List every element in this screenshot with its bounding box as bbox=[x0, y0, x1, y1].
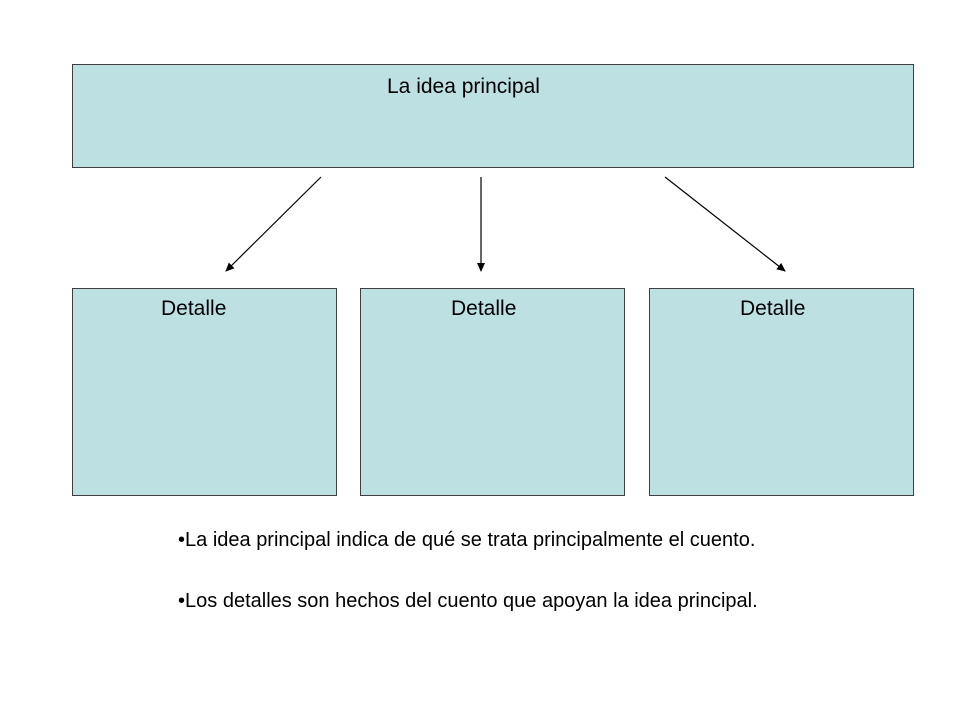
note-main-idea-text: La idea principal indica de qué se trata… bbox=[185, 529, 756, 551]
note-details: •Los detalles son hechos del cuento que … bbox=[178, 589, 898, 614]
note-main-idea: •La idea principal indica de qué se trat… bbox=[178, 528, 898, 553]
detail-box-3: Detalle bbox=[649, 288, 914, 496]
main-idea-box: La idea principal bbox=[72, 64, 914, 168]
detail-label-1: Detalle bbox=[161, 297, 227, 320]
detail-label-3: Detalle bbox=[740, 297, 806, 320]
detail-box-2: Detalle bbox=[360, 288, 625, 496]
bullet-marker: • bbox=[178, 590, 186, 612]
arrow-right bbox=[664, 176, 786, 272]
detail-label-2: Detalle bbox=[451, 297, 517, 320]
bullet-marker: • bbox=[178, 529, 186, 551]
notes-list: •La idea principal indica de qué se trat… bbox=[178, 528, 898, 650]
note-details-text: Los detalles son hechos del cuento que a… bbox=[185, 590, 758, 612]
main-idea-label: La idea principal bbox=[387, 75, 540, 98]
arrow-left bbox=[225, 176, 322, 272]
detail-box-1: Detalle bbox=[72, 288, 337, 496]
